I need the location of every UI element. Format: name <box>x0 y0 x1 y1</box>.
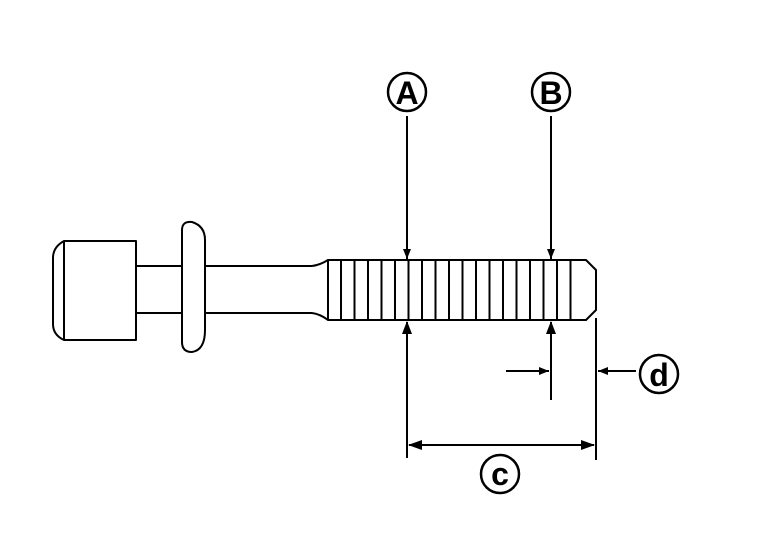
bolt <box>52 220 597 353</box>
arrowhead-c-left <box>408 440 422 450</box>
bolt-shank-taper <box>311 259 329 321</box>
arrowhead-a-bottom <box>402 321 412 334</box>
arrowhead-b-bottom <box>546 321 556 334</box>
callout-c-label: c <box>491 456 509 492</box>
callout-c-circle <box>479 453 521 495</box>
bolt-collar <box>181 220 206 353</box>
dimension-lines <box>403 116 636 460</box>
callout-a-circle <box>386 71 428 113</box>
callouts: A B c d <box>386 71 680 495</box>
callout-a-label: A <box>395 75 418 111</box>
arrowheads <box>402 321 595 450</box>
callout-d-label: d <box>649 357 669 393</box>
callout-d-circle <box>638 353 680 395</box>
thread-lines <box>340 260 572 320</box>
callout-b-circle <box>530 71 572 113</box>
arrowhead-c-right <box>581 440 595 450</box>
callout-b-label: B <box>539 75 562 111</box>
bolt-head <box>52 240 137 341</box>
bolt-thread-outline <box>327 259 597 321</box>
